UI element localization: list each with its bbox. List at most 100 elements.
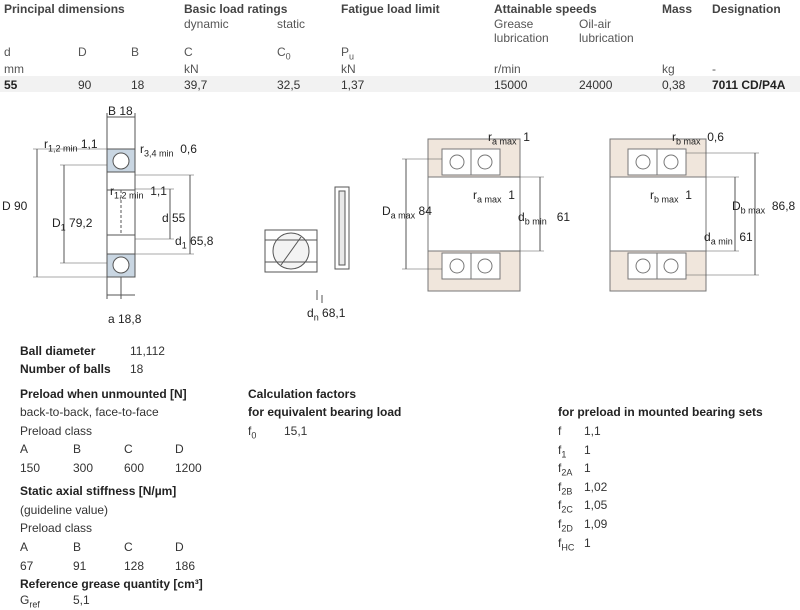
unit-dash: -	[712, 62, 716, 76]
sym-D: D	[78, 45, 87, 59]
label-D1: D1 79,2	[52, 216, 93, 233]
stiffness-value-C: 128	[124, 559, 145, 573]
label-db: db min 61	[518, 210, 571, 227]
calc-mounted-title: for preload in mounted bearing sets	[558, 405, 763, 419]
number-of-balls-label: Number of balls	[20, 362, 111, 376]
calc-factor-value: 1	[584, 461, 591, 476]
col-designation: Designation	[712, 2, 781, 16]
label-rb1: rb max 0,6	[672, 130, 724, 147]
col-oilair: Oil-air	[579, 17, 611, 31]
calc-factor-label: f2D	[558, 517, 573, 534]
calc-factor-value: 1,02	[584, 479, 608, 494]
ball-diameter-value: 11,112	[130, 344, 165, 358]
preload-class-B: B	[73, 442, 82, 456]
col-grease: Grease	[494, 17, 534, 31]
preload-class-label: Preload class	[20, 424, 93, 438]
label-Da: Da max 84	[382, 204, 432, 221]
calc-factor-value: 1,05	[584, 498, 608, 513]
stiffness-value-D: 186	[175, 559, 196, 573]
number-of-balls-value: 18	[130, 362, 144, 376]
sym-B: B	[131, 45, 140, 59]
stiffness-class-D: D	[175, 540, 184, 554]
preload-value-B: 300	[73, 461, 94, 475]
bearing-drawings	[33, 113, 759, 303]
value-grease-speed: 15000	[494, 78, 528, 92]
calc-factor-label: f	[558, 424, 562, 438]
table-row	[0, 76, 800, 92]
stiffness-title: Static axial stiffness [N/µm]	[20, 484, 177, 498]
label-ra1: ra max 1	[488, 130, 530, 147]
preload-value-C: 600	[124, 461, 145, 475]
label-d: d 55	[162, 211, 186, 225]
col-fatigue-load-limit: Fatigue load limit	[341, 2, 440, 16]
label-r12b: r1,2 min 1,1	[110, 184, 167, 201]
table-header	[0, 0, 800, 90]
calc-f0-label: f0	[248, 424, 257, 441]
stiffness-guideline: (guideline value)	[20, 503, 109, 517]
grease-ref-value: 5,1	[73, 593, 90, 607]
calc-factor-value: 1	[584, 442, 591, 457]
calc-equivalent-title: for equivalent bearing load	[248, 405, 402, 419]
col-attainable-speeds: Attainable speeds	[494, 2, 597, 16]
value-C0: 32,5	[277, 78, 301, 92]
col-principal-dimensions: Principal dimensions	[4, 2, 125, 16]
stiffness-value-B: 91	[73, 559, 87, 573]
value-D: 90	[78, 78, 92, 92]
value-mass: 0,38	[662, 78, 686, 92]
preload-arrangement: back-to-back, face-to-face	[20, 405, 159, 419]
col-oilair-lub: lubrication	[579, 31, 634, 45]
label-dn: dn 68,1	[307, 306, 346, 323]
label-D: D 90	[2, 199, 28, 213]
stiffness-value-A: 67	[20, 559, 34, 573]
preload-value-D: 1200	[175, 461, 202, 475]
bearing-cross-section	[33, 113, 194, 299]
sym-Pu: Pu	[341, 45, 355, 62]
col-static: static	[277, 17, 306, 31]
label-r34: r3,4 min 0,6	[140, 142, 197, 159]
value-oil-speed: 24000	[579, 78, 613, 92]
calc-factor-value: 1	[584, 535, 591, 550]
mounted-bearing-set-1	[402, 138, 544, 292]
stiffness-class-C: C	[124, 540, 133, 554]
label-ra2: ra max 1	[473, 188, 515, 205]
value-C: 39,7	[184, 78, 208, 92]
label-r12: r1,2 min 1,1	[44, 137, 98, 154]
ball-diameter-label: Ball diameter	[20, 344, 96, 358]
value-d: 55	[4, 78, 18, 92]
calc-factor-value: 1,09	[584, 517, 608, 531]
stiffness-class-B: B	[73, 540, 82, 554]
preload-class-C: C	[124, 442, 133, 456]
sym-C0: C0	[277, 45, 291, 62]
label-rb2: rb max 1	[650, 188, 692, 205]
label-B: B 18	[108, 104, 133, 118]
sym-d: d	[4, 45, 11, 59]
value-B: 18	[131, 78, 145, 92]
unit-kg: kg	[662, 62, 675, 76]
preload-title: Preload when unmounted [N]	[20, 387, 187, 401]
bearing-side-view	[264, 186, 350, 303]
calc-factor-label: f1	[558, 442, 567, 459]
value-Pu: 1,37	[341, 78, 365, 92]
unit-kN: kN	[341, 62, 356, 76]
label-da: da min 61	[704, 230, 753, 247]
label-d1: d1 65,8	[175, 234, 214, 251]
calc-factor-label: fHC	[558, 535, 575, 552]
grease-title: Reference grease quantity [cm³]	[20, 577, 203, 591]
value-designation: 7011 CD/P4A	[712, 78, 786, 92]
col-grease-lub: lubrication	[494, 31, 549, 45]
label-a: a 18,8	[108, 312, 142, 326]
label-Db: Db max 86,8	[732, 199, 796, 216]
calc-factor-label: f2A	[558, 461, 573, 478]
sym-C: C	[184, 45, 193, 59]
calc-factor-label: f2B	[558, 479, 573, 497]
stiffness-class-A: A	[20, 540, 29, 554]
mounted-bearing-set-2	[609, 138, 759, 292]
unit-rmin: r/min	[494, 62, 521, 76]
calc-factor-value: 1,1	[584, 424, 601, 438]
preload-class-D: D	[175, 442, 184, 456]
calc-f0-value: 15,1	[284, 424, 308, 438]
col-basic-load-ratings: Basic load ratings	[184, 2, 288, 16]
preload-class-A: A	[20, 442, 29, 456]
unit-kN: kN	[184, 62, 199, 76]
calc-factor-label: f2C	[558, 498, 573, 515]
